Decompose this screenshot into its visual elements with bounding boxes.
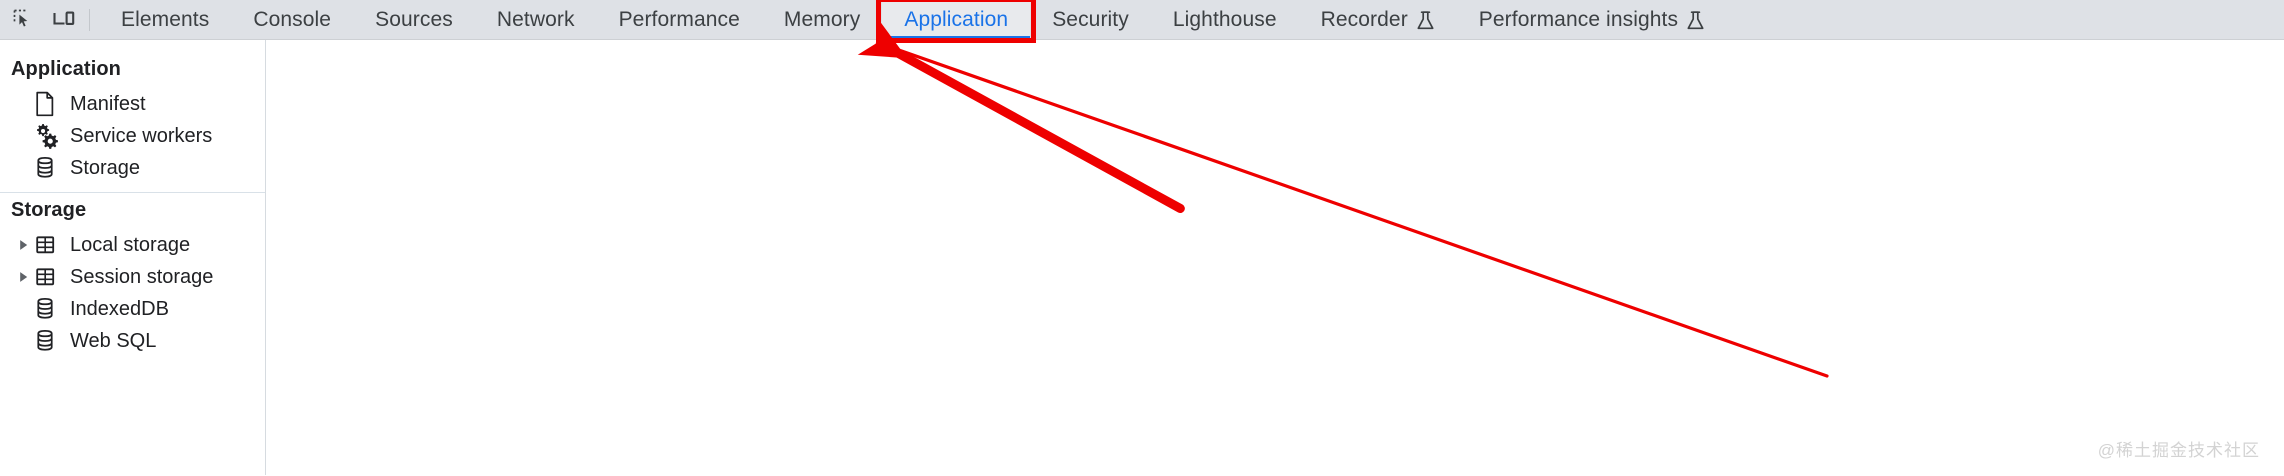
sidebar-section-title-storage: Storage xyxy=(11,199,87,221)
tab-label: Application xyxy=(904,7,1009,31)
application-content-area: @稀土掘金技术社区 xyxy=(266,40,2284,475)
database-icon xyxy=(34,155,64,181)
flask-icon xyxy=(1416,10,1435,32)
tab-label: Network xyxy=(496,7,575,31)
sidebar-item-label: Web SQL xyxy=(70,329,157,352)
tab-sources[interactable]: Sources xyxy=(353,0,475,40)
tab-security[interactable]: Security xyxy=(1030,0,1151,40)
devtools-tab-list: Elements Console Sources Network Perform… xyxy=(99,0,1727,40)
tab-recorder[interactable]: Recorder xyxy=(1299,0,1457,40)
tab-label: Memory xyxy=(783,7,861,31)
devtools-toolbar-icons xyxy=(0,0,99,40)
sidebar-item-web-sql[interactable]: Web SQL xyxy=(0,325,265,357)
document-icon xyxy=(34,91,64,117)
tab-label: Elements xyxy=(121,7,210,31)
sidebar-item-service-workers[interactable]: Service workers xyxy=(0,120,265,152)
sidebar-item-label: IndexedDB xyxy=(70,297,169,320)
application-sidebar: Application Manifest xyxy=(0,40,266,475)
active-tab-underline xyxy=(882,35,1031,40)
tab-label: Recorder xyxy=(1320,7,1408,31)
chevron-right-icon[interactable] xyxy=(14,238,34,252)
sidebar-item-label: Local storage xyxy=(70,233,191,256)
chevron-right-icon[interactable] xyxy=(14,270,34,284)
inspect-element-icon[interactable] xyxy=(4,2,44,38)
devtools-tabbar: Elements Console Sources Network Perform… xyxy=(0,0,2284,40)
sidebar-item-label: Manifest xyxy=(70,92,146,115)
application-panel: Application Manifest xyxy=(0,40,2284,475)
tab-performance-insights[interactable]: Performance insights xyxy=(1457,0,1727,40)
toolbar-separator xyxy=(89,8,90,31)
watermark: @稀土掘金技术社区 xyxy=(2097,441,2260,460)
tab-label: Performance insights xyxy=(1478,7,1679,31)
table-icon xyxy=(34,233,64,257)
sidebar-item-storage[interactable]: Storage xyxy=(0,152,265,184)
sidebar-divider xyxy=(0,192,265,193)
sidebar-item-label: Storage xyxy=(70,156,141,179)
database-icon xyxy=(34,296,64,322)
sidebar-item-label: Service workers xyxy=(70,124,213,147)
device-toolbar-icon[interactable] xyxy=(44,2,84,38)
tab-memory[interactable]: Memory xyxy=(762,0,882,40)
tab-elements[interactable]: Elements xyxy=(99,0,231,40)
tab-network[interactable]: Network xyxy=(475,0,597,40)
tab-application[interactable]: Application xyxy=(882,0,1031,40)
tab-label: Performance xyxy=(618,7,740,31)
sidebar-item-label: Session storage xyxy=(70,265,214,288)
flask-icon xyxy=(1686,10,1705,32)
tab-console[interactable]: Console xyxy=(231,0,353,40)
tab-label: Lighthouse xyxy=(1172,7,1277,31)
tab-label: Sources xyxy=(375,7,453,31)
sidebar-item-session-storage[interactable]: Session storage xyxy=(0,261,265,293)
database-icon xyxy=(34,328,64,354)
sidebar-item-local-storage[interactable]: Local storage xyxy=(0,229,265,261)
tab-label: Security xyxy=(1052,7,1129,31)
gears-icon xyxy=(34,123,64,149)
tab-performance[interactable]: Performance xyxy=(597,0,762,40)
sidebar-item-manifest[interactable]: Manifest xyxy=(0,88,265,120)
sidebar-item-indexeddb[interactable]: IndexedDB xyxy=(0,293,265,325)
tab-label: Console xyxy=(253,7,332,31)
sidebar-section-title-application: Application xyxy=(11,58,121,80)
tab-lighthouse[interactable]: Lighthouse xyxy=(1151,0,1299,40)
table-icon xyxy=(34,265,64,289)
